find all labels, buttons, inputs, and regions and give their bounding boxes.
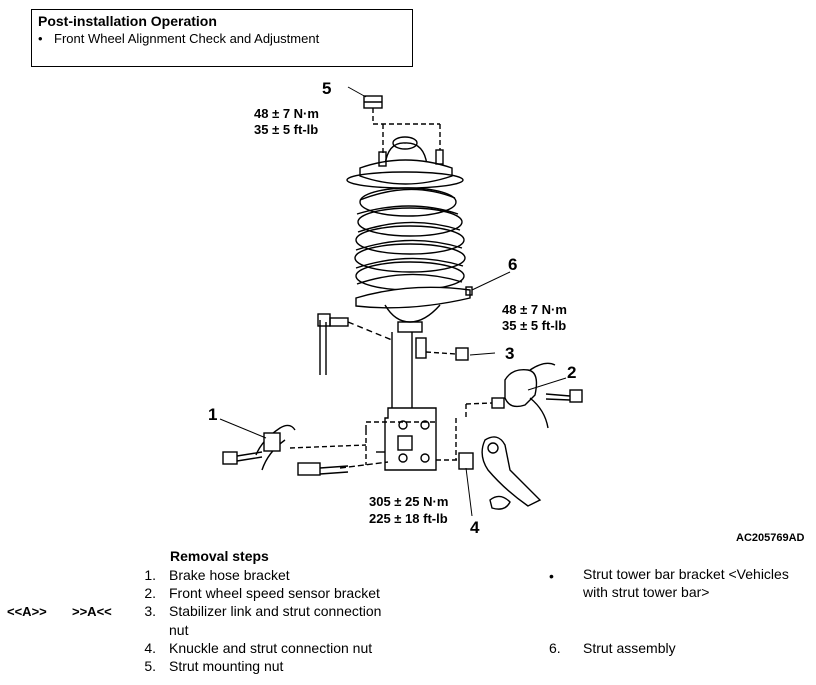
strut-body-part [391, 321, 427, 410]
strut-tower-bar-item-line1: Strut tower bar bracket <Vehicles [583, 566, 789, 582]
callout-2: 2 [567, 363, 576, 382]
torque-5-metric: 48 ± 7 N·m [254, 106, 319, 121]
lower-spring-seat-part [355, 286, 473, 323]
bullet: • [38, 31, 43, 46]
tag-removal-a: <<A>> [7, 604, 47, 619]
post-installation-title: Post-installation Operation [38, 13, 217, 29]
wheel-speed-sensor-bracket-part [465, 362, 583, 429]
stabilizer-link-part [317, 313, 393, 375]
callout-3: 3 [505, 344, 514, 363]
steering-knuckle-part [481, 436, 542, 510]
strut-tower-bar-item-line2: with strut tower bar> [583, 584, 710, 600]
callout-6: 6 [508, 255, 517, 274]
strut-assembly-diagram: 5 6 3 2 1 4 48 ± 7 N·m 35 ± 5 ft-lb 48 ±… [208, 79, 805, 544]
callout-4: 4 [470, 518, 480, 537]
removal-step: 1. Brake hose bracket [144, 567, 290, 583]
torque-4-metric: 305 ± 25 N·m [369, 494, 448, 509]
callout-5: 5 [322, 79, 331, 98]
figure-id: AC205769AD [736, 532, 805, 544]
removal-step: 2. Front wheel speed sensor bracket [144, 585, 380, 601]
right-bullet: • [549, 568, 554, 584]
brake-hose-bracket-part [222, 424, 367, 471]
removal-step-6-num: 6. [549, 640, 561, 656]
knuckle-nut-part [436, 452, 474, 470]
knuckle-bolt-part [297, 462, 349, 476]
removal-step: 3. Stabilizer link and strut connection [144, 603, 382, 619]
stabilizer-nut-part [425, 347, 469, 361]
torque-5-imperial: 35 ± 5 ft-lb [254, 122, 318, 137]
upper-mount-part [346, 136, 464, 189]
post-installation-item-text: Front Wheel Alignment Check and Adjustme… [54, 31, 320, 46]
torque-4-imperial: 225 ± 18 ft-lb [369, 511, 448, 526]
strut-mounting-nut-part [363, 95, 383, 109]
tag-installation-a: >>A<< [72, 604, 112, 619]
removal-step-6-text: Strut assembly [583, 640, 676, 656]
post-installation-item: • Front Wheel Alignment Check and Adjustm… [38, 30, 406, 47]
removal-step-continued: nut [169, 622, 189, 638]
torque-3-imperial: 35 ± 5 ft-lb [502, 318, 566, 333]
removal-step: 4. Knuckle and strut connection nut [144, 640, 373, 656]
callout-1: 1 [208, 405, 217, 424]
torque-3-metric: 48 ± 7 N·m [502, 302, 567, 317]
coil-spring-part [354, 187, 466, 291]
knuckle-bracket-part [376, 407, 437, 471]
removal-step: 5. Strut mounting nut [144, 658, 284, 674]
post-installation-box: Post-installation Operation • Front Wheel… [31, 9, 413, 67]
removal-steps-title: Removal steps [170, 548, 269, 564]
